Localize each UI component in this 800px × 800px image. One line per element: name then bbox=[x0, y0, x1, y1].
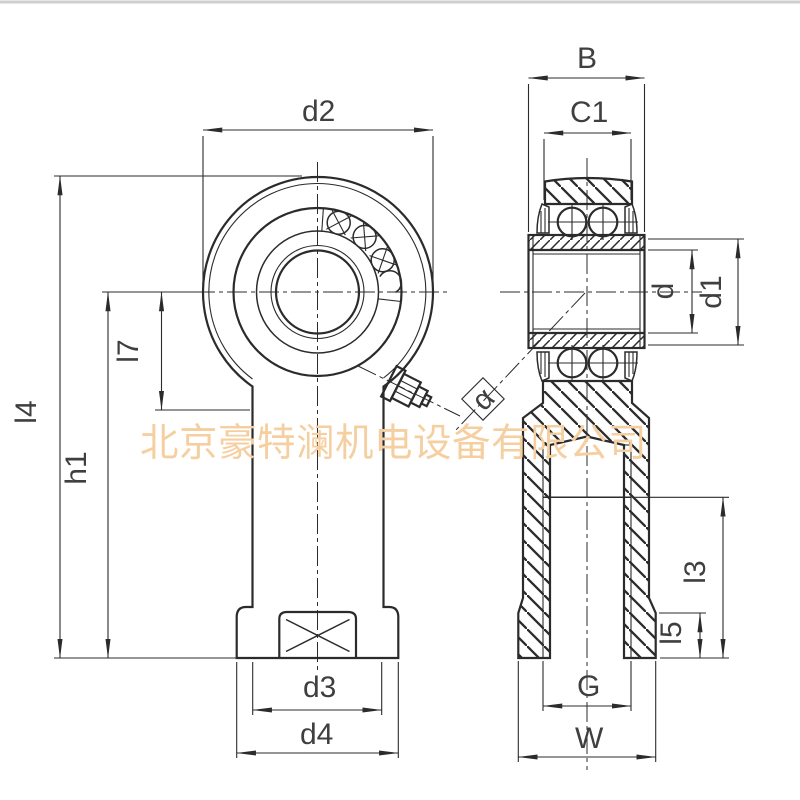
dim-label-h1: h1 bbox=[60, 451, 93, 484]
dim-label-B: B bbox=[577, 42, 597, 75]
dim-B: B bbox=[527, 42, 646, 232]
dim-d2: d2 bbox=[202, 95, 434, 284]
dim-l7: l7 bbox=[112, 291, 250, 411]
dim-d4: d4 bbox=[236, 662, 399, 758]
dim-label-d2: d2 bbox=[302, 95, 335, 128]
front-body-outline bbox=[201, 175, 435, 660]
dim-C1: C1 bbox=[543, 96, 632, 200]
grease-fitting-axis bbox=[357, 365, 461, 417]
front-head-inner-arc bbox=[208, 183, 427, 380]
dim-W: W bbox=[517, 661, 657, 762]
front-balls bbox=[321, 208, 403, 303]
dim-label-l5: l5 bbox=[655, 621, 688, 644]
dim-label-d4: d4 bbox=[300, 718, 333, 751]
side-balls bbox=[548, 204, 638, 381]
dim-h1: h1 bbox=[60, 291, 200, 659]
dim-label-G: G bbox=[577, 670, 600, 703]
dim-d3: d3 bbox=[252, 662, 383, 715]
dim-d1: d1 bbox=[648, 238, 744, 346]
watermark: 北京豪特澜机电设备有限公司 bbox=[140, 422, 647, 465]
dim-label-W: W bbox=[575, 722, 604, 755]
dim-l4: l4 bbox=[10, 175, 302, 659]
front-view bbox=[195, 162, 461, 670]
dim-label-d3: d3 bbox=[303, 671, 336, 704]
dim-label-d: d bbox=[647, 283, 680, 300]
dim-G: G bbox=[542, 661, 632, 711]
seals bbox=[536, 203, 638, 382]
body-shank-section bbox=[517, 379, 657, 660]
dim-label-l4: l4 bbox=[10, 400, 43, 423]
dim-label-d1: d1 bbox=[695, 275, 728, 308]
dim-label-l3: l3 bbox=[679, 560, 712, 583]
dimensions: d2 l4 h1 l7 d3 d4 bbox=[10, 42, 744, 762]
side-view bbox=[454, 158, 702, 770]
dim-label-l7: l7 bbox=[112, 339, 145, 362]
dim-label-C1: C1 bbox=[570, 96, 608, 129]
dim-l5: l5 bbox=[655, 612, 706, 659]
dim-d: d bbox=[647, 249, 698, 334]
housing-top-cap bbox=[543, 176, 634, 206]
dim-l3: l3 bbox=[634, 496, 729, 659]
